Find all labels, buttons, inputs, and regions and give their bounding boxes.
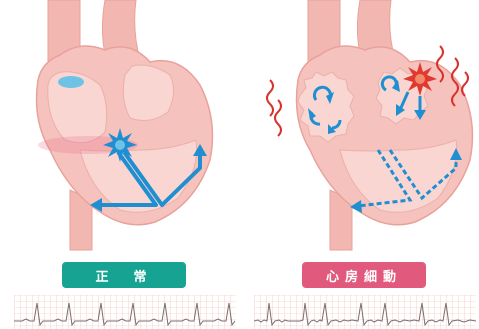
- sinus-node: [58, 76, 84, 88]
- av-node-core: [115, 140, 125, 150]
- af-heart-illustration: [250, 0, 479, 250]
- label-af: 心房細動: [302, 262, 426, 288]
- ecg-normal: [14, 295, 236, 329]
- ecg-grid: [14, 295, 236, 329]
- vibration-squiggle-5: [462, 72, 468, 96]
- vibration-squiggle-1: [267, 80, 273, 116]
- vibration-squiggle-2: [275, 100, 281, 136]
- ecg-af: [254, 295, 476, 329]
- ectopic-spark-core: [415, 74, 425, 84]
- label-normal: 正 常: [62, 262, 186, 288]
- af-heart-panel: 心房細動: [250, 0, 479, 329]
- left-atrium: [123, 65, 173, 120]
- normal-heart-panel: 正 常: [10, 0, 240, 329]
- normal-heart-illustration: [10, 0, 240, 250]
